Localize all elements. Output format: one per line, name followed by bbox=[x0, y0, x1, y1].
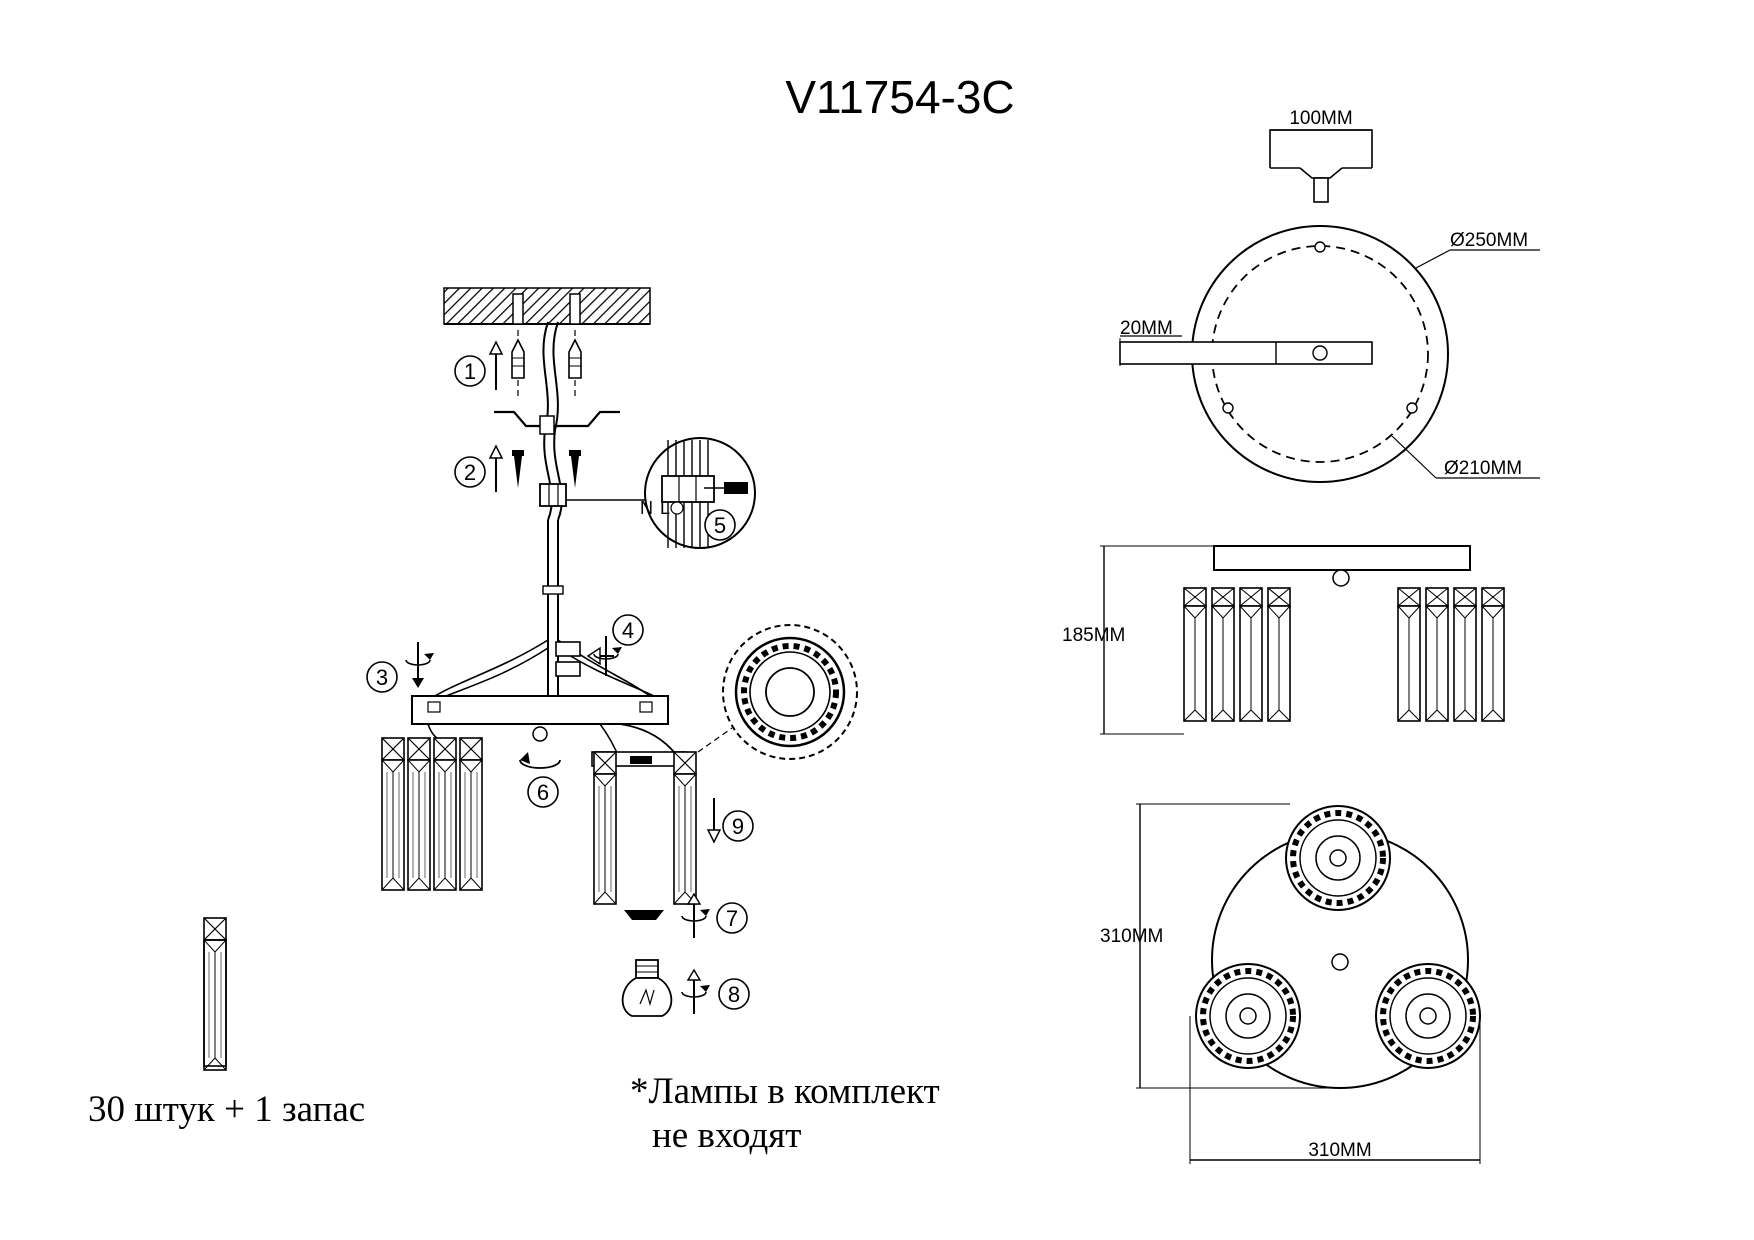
crystal-cluster-side-right bbox=[1397, 587, 1505, 722]
body-plate bbox=[411, 695, 669, 725]
outer-diameter-label: Ø250MM bbox=[1450, 230, 1528, 251]
step-1: 1 bbox=[454, 340, 504, 390]
side-view: 185MM bbox=[1062, 545, 1505, 735]
lamps-note-line-1: *Лампы в комплект bbox=[630, 1071, 940, 1112]
bottom-width-label: 310MM bbox=[1308, 1140, 1371, 1161]
terminal-block bbox=[539, 483, 567, 507]
svg-text:1: 1 bbox=[464, 359, 476, 384]
dowel-icon bbox=[511, 330, 582, 400]
crystal-cluster-side-left bbox=[1183, 587, 1291, 722]
socket-ring-left bbox=[1195, 963, 1301, 1069]
svg-text:2: 2 bbox=[464, 460, 476, 485]
neutral-label: N bbox=[640, 498, 653, 518]
assembly-view: 1 2 bbox=[203, 287, 858, 1071]
bottom-height-label: 310MM bbox=[1100, 926, 1163, 947]
top-view: 100MM 20MM Ø250MM Ø210MM bbox=[1119, 108, 1540, 483]
svg-text:4: 4 bbox=[622, 618, 634, 643]
step-8: 8 bbox=[681, 968, 750, 1015]
ceiling-icon bbox=[443, 287, 651, 325]
crystal-cluster-right bbox=[593, 751, 697, 905]
step-7: 7 bbox=[624, 892, 748, 939]
socket-ring-right bbox=[1375, 963, 1481, 1069]
inner-diameter-label: Ø210MM bbox=[1444, 458, 1522, 479]
svg-text:3: 3 bbox=[376, 665, 388, 690]
spare-crystals-note: 30 штук + 1 запас bbox=[88, 1089, 366, 1130]
connector-block bbox=[555, 641, 581, 677]
bracket-width-label: 100MM bbox=[1289, 108, 1352, 129]
svg-text:8: 8 bbox=[728, 982, 740, 1007]
socket-ring-top bbox=[1285, 805, 1391, 911]
bulb-icon bbox=[621, 959, 673, 1017]
screw-icon bbox=[512, 450, 581, 488]
step-9: 9 bbox=[706, 798, 754, 844]
svg-text:9: 9 bbox=[732, 814, 744, 839]
step-4: 4 bbox=[586, 614, 644, 677]
lamps-note-line-2: не входят bbox=[652, 1115, 802, 1156]
svg-text:5: 5 bbox=[714, 513, 726, 538]
lamps-not-included-note: *Лампы в комплект не входят bbox=[630, 1070, 940, 1158]
rotate-arrow-icon bbox=[405, 641, 435, 683]
crystal-cluster-left bbox=[381, 737, 483, 891]
step-5-callout: N L 5 bbox=[640, 437, 756, 549]
step-2: 2 bbox=[454, 444, 504, 492]
screwdriver-icon bbox=[704, 482, 748, 494]
step-6: 6 bbox=[519, 752, 561, 808]
height-label: 185MM bbox=[1062, 625, 1125, 646]
bottom-view: 310MM 310MM bbox=[1100, 803, 1481, 1164]
svg-text:6: 6 bbox=[537, 780, 549, 805]
bar-height-label: 20MM bbox=[1120, 318, 1173, 339]
svg-text:7: 7 bbox=[726, 906, 738, 931]
crystal-prism-icon bbox=[203, 917, 227, 1071]
decorative-ring-icon bbox=[722, 624, 858, 760]
step-3: 3 bbox=[366, 641, 435, 693]
model-title: V11754-3C bbox=[785, 71, 1014, 123]
live-label: L bbox=[660, 498, 670, 518]
